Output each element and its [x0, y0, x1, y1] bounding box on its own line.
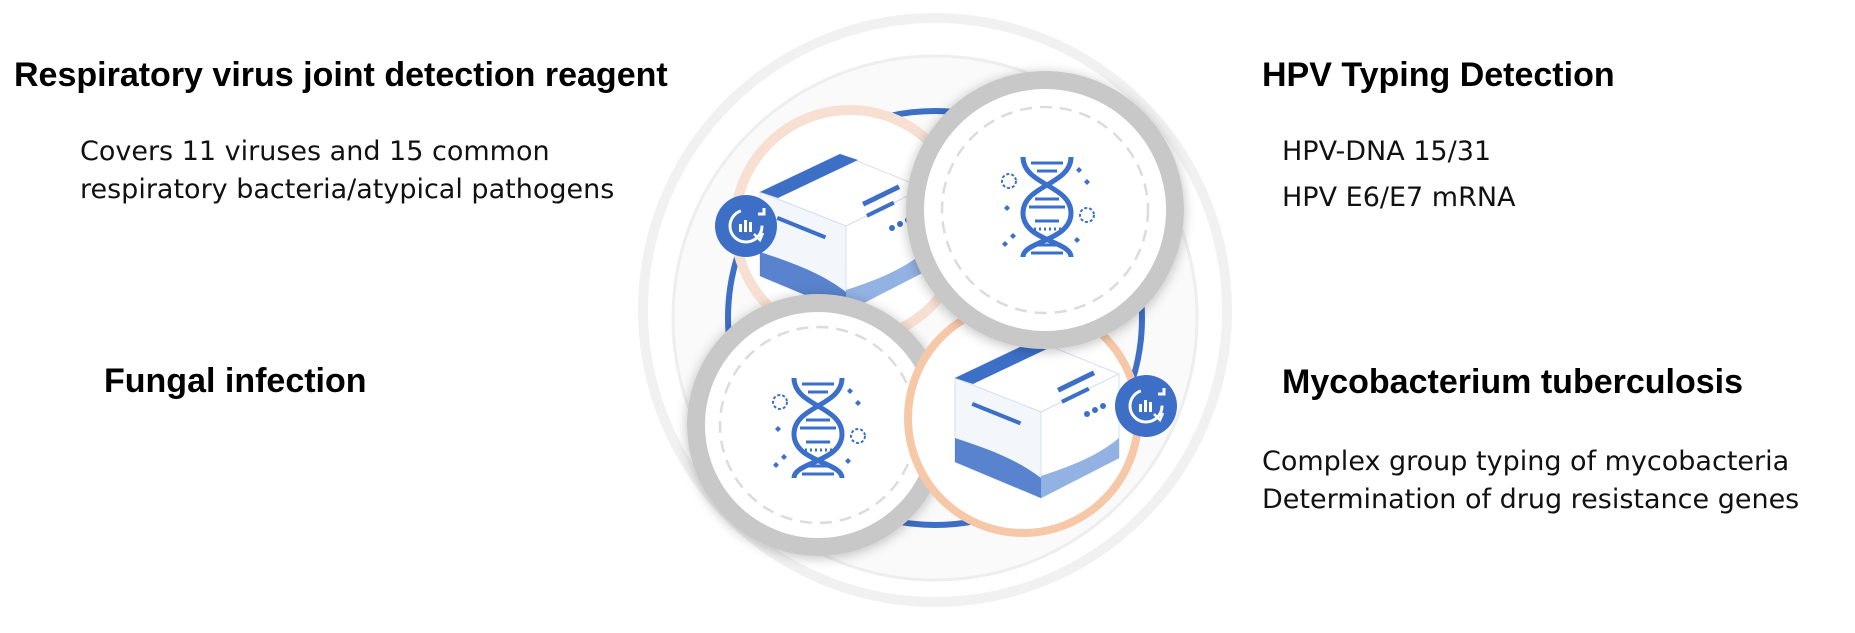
tuberculosis-heading: Mycobacterium tuberculosis [1282, 363, 1744, 401]
connector-ring [725, 108, 1145, 528]
chart-refresh-icon [713, 193, 779, 259]
hpv-description-line: HPV-DNA 15/31 [1282, 136, 1492, 167]
tuberculosis-description-line: Determination of drug resistance genes [1262, 484, 1800, 515]
hpv-description-line: HPV E6/E7 mRNA [1282, 182, 1516, 213]
tuberculosis-description-line: Complex group typing of mycobacteria [1262, 446, 1790, 477]
respiratory-description-line: Covers 11 viruses and 15 common [80, 136, 550, 167]
hpv-heading: HPV Typing Detection [1262, 56, 1615, 94]
fungal-dna-node [687, 294, 949, 556]
hpv-dna-node [906, 71, 1184, 349]
fungal-heading: Fungal infection [104, 362, 367, 400]
respiratory-heading: Respiratory virus joint detection reagen… [14, 56, 668, 94]
respiratory-description-line: respiratory bacteria/atypical pathogens [80, 174, 615, 205]
chart-refresh-icon [1113, 373, 1179, 439]
outer-halo-ring [638, 13, 1232, 607]
